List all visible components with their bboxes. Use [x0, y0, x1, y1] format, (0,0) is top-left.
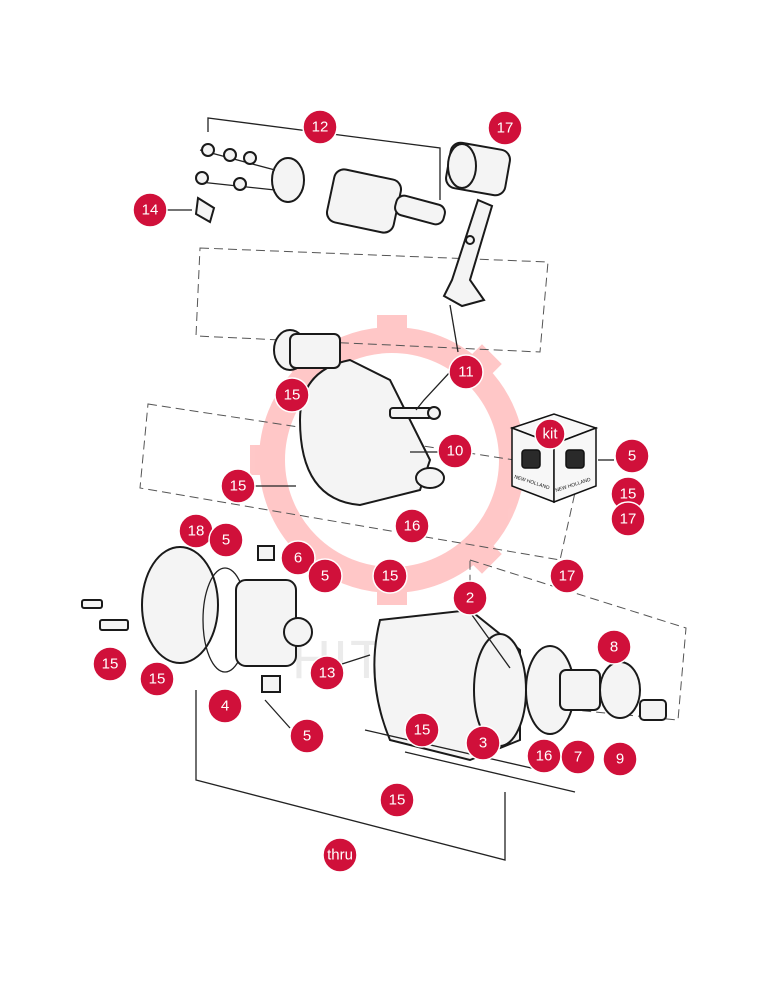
callout-thru[interactable]: thru — [322, 837, 358, 873]
callout-15-terminal[interactable]: 15 — [372, 558, 408, 594]
callout-6[interactable]: 6 — [280, 540, 316, 576]
svg-text:7: 7 — [574, 749, 582, 766]
svg-text:18: 18 — [188, 523, 205, 540]
svg-text:12: 12 — [312, 119, 329, 136]
drive-pinion-assembly — [525, 645, 667, 735]
leader-11 — [415, 371, 451, 411]
svg-text:15: 15 — [149, 671, 166, 688]
kit-logo-right-icon — [565, 449, 585, 469]
brush-holder-plate — [235, 545, 313, 693]
callout-12[interactable]: 12 — [302, 109, 338, 145]
callout-5-brush-low[interactable]: 5 — [289, 718, 325, 754]
svg-text:15: 15 — [414, 722, 431, 739]
callout-15-housing[interactable]: 15 — [274, 377, 310, 413]
callout-14[interactable]: 14 — [132, 192, 168, 228]
callout-17-seal[interactable]: 17 — [549, 558, 585, 594]
callout-15-screws[interactable]: 15 — [92, 646, 128, 682]
svg-text:11: 11 — [458, 364, 474, 381]
leader-11b — [449, 304, 459, 353]
leader-5d — [264, 699, 291, 729]
callout-8[interactable]: 8 — [596, 629, 632, 665]
svg-text:9: 9 — [616, 751, 624, 768]
through-bolt-2 — [404, 751, 576, 793]
kit-logo-left-icon — [521, 449, 541, 469]
callout-15-yoke[interactable]: 15 — [404, 712, 440, 748]
svg-text:15: 15 — [102, 656, 119, 673]
svg-text:10: 10 — [447, 443, 464, 460]
plane-outline-top — [195, 247, 549, 353]
svg-text:15: 15 — [620, 486, 637, 503]
plane-outline-middle — [139, 403, 581, 561]
callout-10[interactable]: 10 — [437, 433, 473, 469]
callout-15-kit[interactable]: 15 — [610, 476, 646, 512]
callout-7[interactable]: 7 — [560, 739, 596, 775]
shift-fork-lever — [442, 198, 494, 308]
svg-text:15: 15 — [230, 478, 247, 495]
callout-2[interactable]: 2 — [452, 580, 488, 616]
svg-text:thru: thru — [327, 847, 353, 864]
leader-13 — [341, 654, 371, 665]
solenoid-assembly — [194, 143, 446, 234]
small-screws-left — [81, 599, 129, 631]
svg-text:17: 17 — [620, 511, 637, 528]
callout-15-cover[interactable]: 15 — [139, 661, 175, 697]
drive-end-housing — [273, 329, 445, 507]
svg-text:4: 4 — [221, 698, 229, 715]
svg-text:16: 16 — [404, 518, 421, 535]
svg-text:17: 17 — [559, 568, 576, 585]
svg-text:15: 15 — [284, 387, 301, 404]
cap-part-17 — [445, 141, 511, 197]
callout-16-ring[interactable]: 16 — [526, 738, 562, 774]
callout-17[interactable]: 17 — [487, 110, 523, 146]
commutator-end-cover — [141, 546, 248, 673]
svg-text:14: 14 — [142, 202, 159, 219]
svg-text:5: 5 — [222, 532, 230, 549]
pivot-bolt — [389, 406, 441, 420]
callout-5-brush-mid[interactable]: 5 — [307, 558, 343, 594]
callout-15-flange[interactable]: 15 — [220, 468, 256, 504]
leader-2 — [471, 614, 511, 669]
callout-5-brush-top[interactable]: 5 — [208, 522, 244, 558]
svg-text:15: 15 — [389, 792, 406, 809]
svg-text:5: 5 — [303, 728, 311, 745]
svg-text:5: 5 — [628, 448, 636, 465]
callout-4[interactable]: 4 — [207, 688, 243, 724]
callout-15-bolts[interactable]: 15 — [379, 782, 415, 818]
svg-text:3: 3 — [479, 735, 487, 752]
svg-text:5: 5 — [321, 568, 329, 585]
svg-text:13: 13 — [319, 665, 336, 682]
svg-text:6: 6 — [294, 550, 302, 567]
callout-3[interactable]: 3 — [465, 725, 501, 761]
callout-13[interactable]: 13 — [309, 655, 345, 691]
callout-17-kit[interactable]: 17 — [610, 501, 646, 537]
leader-thru — [195, 690, 506, 861]
through-bolt-1 — [364, 729, 541, 771]
callout-16-bush[interactable]: 16 — [394, 508, 430, 544]
svg-text:17: 17 — [497, 120, 514, 137]
callout-9[interactable]: 9 — [602, 741, 638, 777]
svg-text:kit: kit — [543, 426, 559, 443]
callout-kit[interactable]: kit — [534, 418, 566, 450]
svg-text:15: 15 — [382, 568, 399, 585]
svg-text:8: 8 — [610, 639, 618, 656]
svg-text:2: 2 — [466, 590, 474, 607]
callout-5-kit[interactable]: 5 — [614, 438, 650, 474]
callout-11[interactable]: 11 — [448, 354, 484, 390]
svg-text:16: 16 — [536, 748, 553, 765]
callout-18[interactable]: 18 — [178, 513, 214, 549]
